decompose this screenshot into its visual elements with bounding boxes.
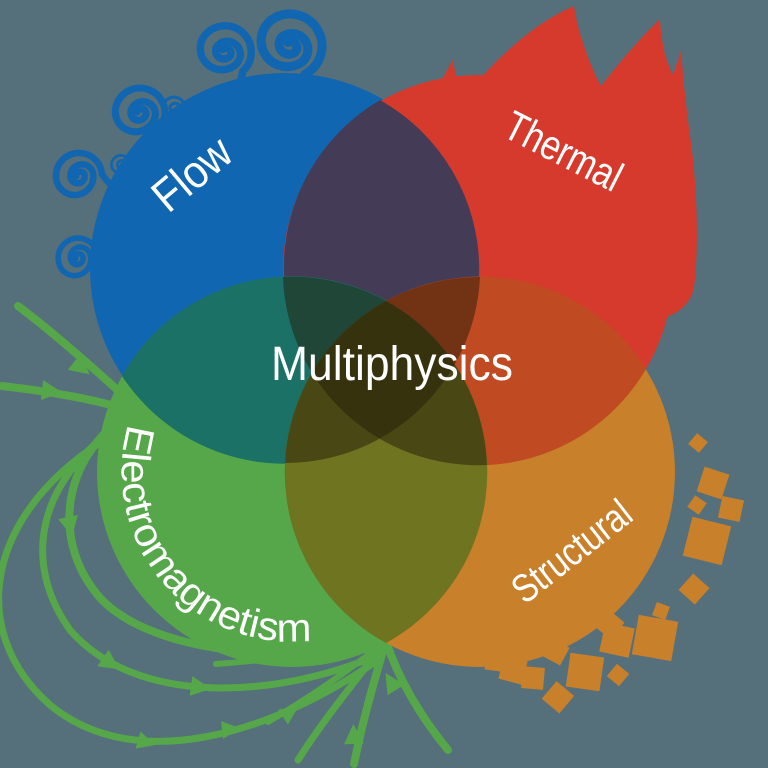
- field-line-arrows-icon: [0, 302, 452, 768]
- field-line-arrowheads-icon: [40, 354, 405, 749]
- swirl-vortices-icon: [52, 9, 327, 279]
- flow-structural-lens: [285, 276, 480, 464]
- multiphysics-center-label: Multiphysics: [271, 338, 513, 391]
- fragment-squares-icon: [484, 433, 745, 714]
